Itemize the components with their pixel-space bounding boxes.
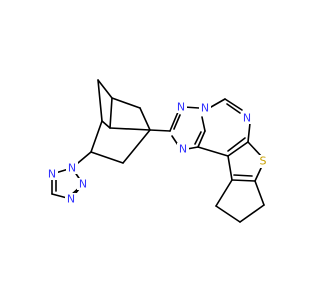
- bond: [139, 107, 151, 131]
- bond: [247, 122, 251, 143]
- bond: [210, 98, 226, 108]
- atom-label-nitrogen-text: N: [67, 193, 75, 206]
- cyclopentane-ring-bonds: [215, 179, 265, 223]
- bond: [173, 114, 181, 130]
- bond: [194, 131, 202, 145]
- bond: [254, 165, 263, 182]
- atom-label-nitrogen-text: N: [68, 162, 76, 175]
- bond: [90, 151, 124, 164]
- atom-label-nitrogen: N: [77, 178, 89, 191]
- atom-label-background: [175, 101, 187, 113]
- bond: [254, 180, 265, 206]
- atom-label-nitrogen-text: N: [79, 178, 87, 191]
- atom-label-nitrogen: N: [177, 143, 189, 156]
- bond: [97, 79, 113, 99]
- thiophene-ring-bonds: [227, 141, 263, 182]
- bond: [90, 120, 103, 153]
- atom-label-background: [46, 168, 58, 180]
- bond: [109, 97, 113, 129]
- atom-label-nitrogen: N: [65, 193, 77, 206]
- bond: [247, 141, 263, 158]
- atom-label-nitrogen-text: N: [179, 143, 187, 156]
- atom-label-background: [66, 162, 78, 174]
- atom-label-nitrogen: N: [175, 101, 187, 114]
- bond: [239, 204, 265, 223]
- bond: [149, 129, 171, 132]
- atom-label-nitrogen-text: N: [243, 112, 251, 125]
- bond: [109, 127, 151, 131]
- atom-label-layer: N N N N N N N N: [46, 101, 269, 206]
- atom-label-nitrogen-text: N: [201, 102, 209, 115]
- atom-label-nitrogen-text: N: [48, 168, 56, 181]
- atom-label-background: [257, 155, 269, 168]
- atom-label-nitrogen: N: [66, 162, 78, 175]
- atom-label-nitrogen: N: [241, 112, 253, 125]
- bond: [215, 179, 233, 207]
- molecule-structure-diagram: N N N N N N N N: [46, 79, 269, 223]
- bond: [226, 103, 241, 114]
- bond: [233, 174, 253, 177]
- bond: [227, 141, 249, 157]
- bond: [197, 130, 206, 148]
- bond: [224, 98, 243, 111]
- bond: [97, 79, 103, 122]
- atom-label-sulfur-text: S: [260, 155, 267, 168]
- atom-label-nitrogen: N: [46, 168, 58, 181]
- bond: [111, 97, 141, 109]
- atom-label-background: [177, 143, 189, 155]
- bond: [227, 137, 246, 152]
- bond: [227, 155, 233, 181]
- bond: [122, 129, 151, 164]
- bond: [101, 120, 111, 129]
- bond-layer: [51, 79, 265, 223]
- atom-label-background: [65, 193, 77, 205]
- bond: [197, 146, 229, 157]
- atom-label-nitrogen: N: [199, 102, 211, 115]
- bond: [231, 179, 256, 182]
- adamantane-cage-bonds: [90, 79, 151, 164]
- bond: [169, 111, 179, 132]
- pyrimidine-ring-bonds: [197, 98, 251, 157]
- atom-label-sulfur: S: [257, 155, 269, 168]
- bond: [201, 116, 206, 132]
- atom-label-background: [241, 112, 253, 124]
- atom-label-background: [199, 102, 211, 114]
- atom-label-nitrogen-text: N: [177, 101, 185, 114]
- bond: [215, 205, 241, 223]
- atom-label-background: [77, 178, 89, 190]
